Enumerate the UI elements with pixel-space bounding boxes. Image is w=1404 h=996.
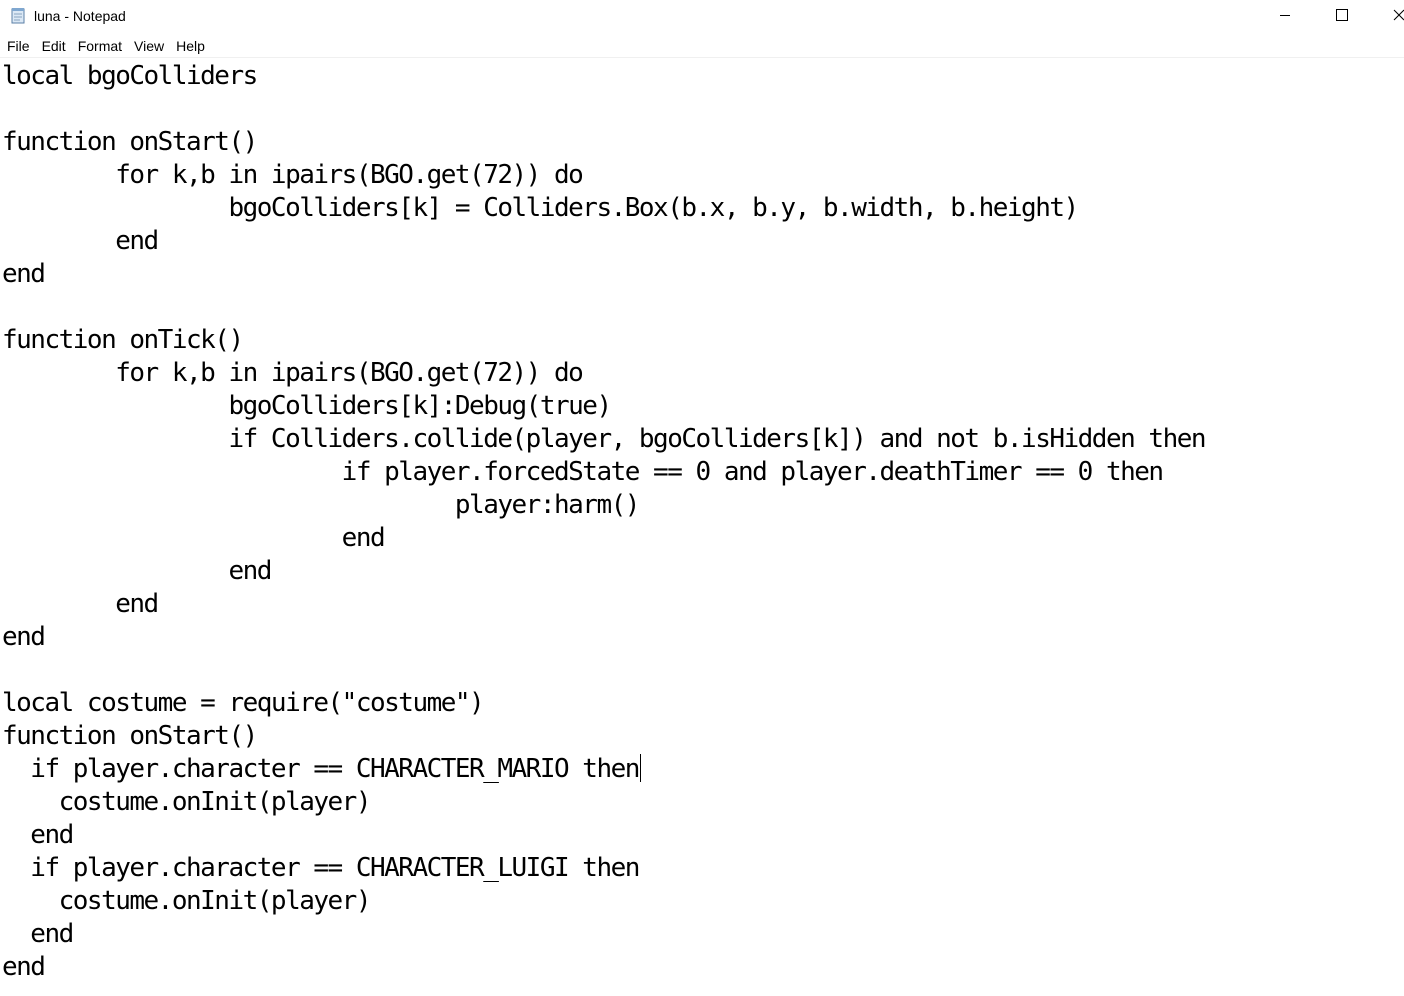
code-line[interactable]: for k,b in ipairs(BGO.get(72)) do [2,160,584,190]
title-bar[interactable]: luna - Notepad [0,0,1404,32]
maximize-icon [1336,9,1348,21]
menu-help[interactable]: Help [176,38,205,54]
code-line[interactable]: costume.onInit(player) [2,886,372,916]
code-line[interactable]: if player.character == CHARACTER_LUIGI t… [2,853,640,883]
minimize-icon [1280,15,1290,16]
code-line-with-caret[interactable]: if player.character == CHARACTER_MARIO t… [2,753,641,786]
code-line[interactable]: for k,b in ipairs(BGO.get(72)) do [2,358,584,388]
code-line[interactable]: local costume = require("costume") [2,688,485,718]
code-line[interactable]: end [2,523,386,553]
code-line[interactable]: end [2,919,74,949]
menu-format[interactable]: Format [77,38,123,54]
text-editor[interactable]: local bgoColliders function onStart() fo… [0,58,1404,996]
code-line[interactable]: player:harm() [2,490,640,520]
menu-file[interactable]: File [7,38,30,54]
code-line-text: if player.character == CHARACTER_MARIO t… [2,754,640,784]
close-icon [1393,9,1404,21]
code-line[interactable]: if player.forcedState == 0 and player.de… [2,457,1164,487]
menu-bar: File Edit Format View Help [0,35,1404,57]
code-line[interactable]: costume.onInit(player) [2,787,372,817]
text-caret [639,754,641,782]
code-line[interactable]: bgoColliders[k] = Colliders.Box(b.x, b.y… [2,193,1079,223]
code-line[interactable]: bgoColliders[k]:Debug(true) [2,391,612,421]
code-line[interactable]: if Colliders.collide(player, bgoCollider… [2,424,1206,454]
code-line[interactable]: function onStart() [2,127,258,157]
code-line[interactable]: local bgoColliders [2,61,258,91]
menu-edit[interactable]: Edit [41,38,66,54]
code-line[interactable]: end [2,589,159,619]
menu-divider [0,57,1404,58]
code-line[interactable]: end [2,226,159,256]
code-line[interactable]: end [2,556,272,586]
notepad-icon [10,7,27,24]
code-line[interactable]: end [2,952,46,982]
close-button[interactable] [1371,0,1404,32]
code-line[interactable]: function onStart() [2,721,258,751]
maximize-button[interactable] [1314,0,1370,32]
code-line[interactable]: end [2,622,46,652]
code-line[interactable]: end [2,259,46,289]
minimize-button[interactable] [1257,0,1313,32]
menu-view[interactable]: View [134,38,165,54]
code-line[interactable]: end [2,820,74,850]
window-title: luna - Notepad [34,8,126,24]
code-line[interactable]: function onTick() [2,325,244,355]
